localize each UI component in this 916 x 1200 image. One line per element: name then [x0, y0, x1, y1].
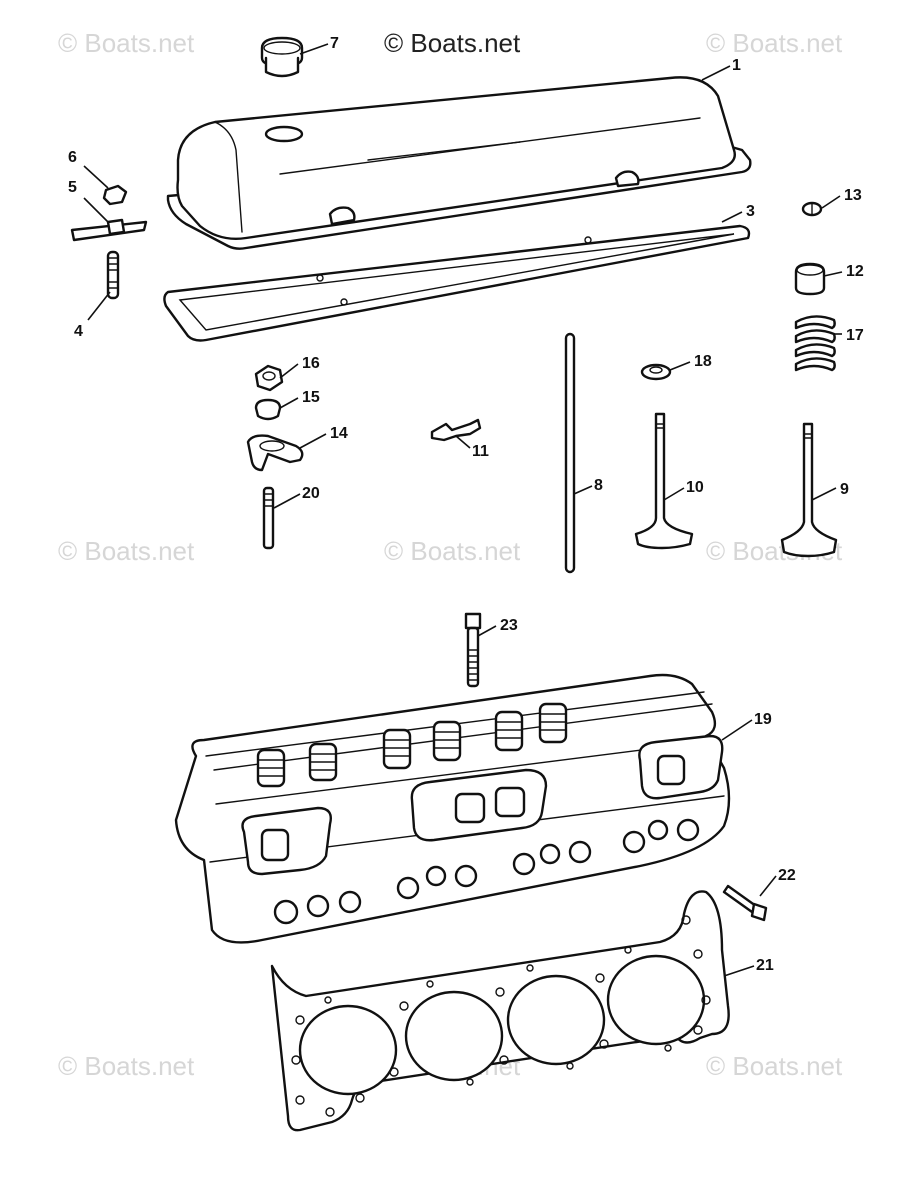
part-valve-cover-gasket: [163, 224, 751, 342]
copyright-title: © Boats.net: [384, 28, 521, 58]
callout-18: 18: [694, 353, 712, 370]
watermark-mid-left: © Boats.net: [58, 536, 195, 566]
part-pushrod: [564, 332, 576, 574]
callout-14: 14: [330, 425, 348, 442]
part-washer: [640, 363, 672, 381]
part-rocker-ball: [254, 398, 282, 421]
part-clamp: [70, 218, 148, 242]
part-intake-valve: [634, 412, 694, 550]
callout-17: 17: [846, 327, 864, 344]
callout-13: 13: [844, 187, 862, 204]
part-rocker-arm: [246, 434, 304, 472]
callout-23: 23: [500, 617, 518, 634]
callout-1: 1: [732, 57, 741, 74]
callout-19: 19: [754, 711, 772, 728]
callout-8: 8: [594, 477, 603, 494]
callout-12: 12: [846, 263, 864, 280]
part-small-bolt: [722, 884, 768, 922]
watermark-mid-center: © Boats.net: [384, 536, 521, 566]
callout-20: 20: [302, 485, 320, 502]
part-stud-small: [106, 250, 120, 300]
callout-leaders: [83, 43, 843, 977]
part-valve-spring-retainer: [794, 262, 826, 296]
part-rocker-stud: [262, 486, 275, 550]
callout-5: 5: [68, 179, 77, 196]
watermark-top-left: © Boats.net: [58, 28, 195, 58]
callout-22: 22: [778, 867, 796, 884]
watermark-bottom-left: © Boats.net: [58, 1051, 195, 1081]
part-rocker-nut: [254, 364, 284, 392]
part-exhaust-valve: [780, 422, 838, 558]
part-nut-small: [102, 184, 128, 206]
part-valve-keepers: [801, 201, 823, 217]
callout-9: 9: [840, 481, 849, 498]
part-valve-spring: [794, 315, 836, 372]
callout-6: 6: [68, 149, 77, 166]
watermark-bottom-right: © Boats.net: [706, 1051, 843, 1081]
head-valve-springs: [256, 702, 568, 788]
callout-4: 4: [74, 323, 83, 340]
watermark-top-right: © Boats.net: [706, 28, 843, 58]
watermarks: © Boats.net © Boats.net © Boats.net © Bo…: [58, 28, 843, 1081]
callout-15: 15: [302, 389, 320, 406]
callout-21: 21: [756, 957, 774, 974]
callout-3: 3: [746, 203, 755, 220]
part-cylinder-head: [174, 673, 731, 944]
part-valve-cover: [166, 76, 752, 250]
part-head-bolt: [464, 612, 482, 688]
callout-7: 7: [330, 35, 339, 52]
callout-11: 11: [472, 443, 489, 460]
part-pushrod-guide: [430, 418, 482, 442]
callout-10: 10: [686, 479, 704, 496]
callout-16: 16: [302, 355, 320, 372]
head-bolt-bosses: [273, 818, 700, 925]
gasket-holes: [291, 915, 711, 1117]
part-oil-fill-cap: [260, 36, 304, 78]
part-head-gasket: [270, 890, 730, 1132]
callout-labels: 1 3 4 5 6 7 8 9 10 11 12 13 14 15 16 17 …: [68, 35, 864, 974]
